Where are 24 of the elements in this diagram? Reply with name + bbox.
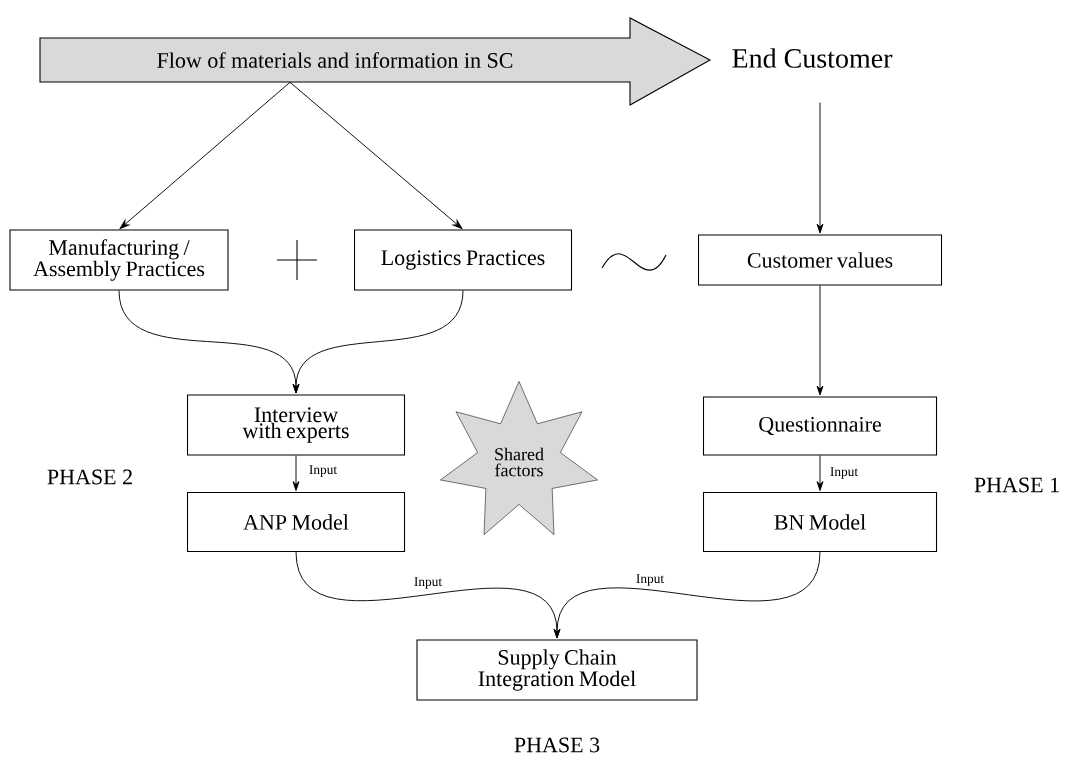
process-box: Customer values	[697, 234, 943, 286]
arrow	[292, 290, 464, 394]
arrow	[816, 102, 824, 234]
process-box: ANP Model	[186, 491, 406, 553]
arrow	[292, 455, 300, 491]
phase-label: PHASE 2	[47, 469, 132, 485]
phase-label: PHASE 3	[514, 737, 600, 753]
process-box: Supply Chain Integration Model	[416, 639, 698, 701]
process-box: BN Model	[702, 491, 938, 553]
process-box: Interview with experts	[186, 394, 406, 456]
edge-label: Input	[830, 467, 858, 479]
arrow	[289, 81, 463, 229]
process-box: Logistics Practices	[353, 229, 573, 291]
arrow	[816, 285, 824, 396]
edge-label: Input	[309, 465, 337, 477]
process-box: Questionnaire	[702, 396, 938, 456]
arrow	[119, 81, 291, 229]
edge-label: Input	[636, 574, 664, 586]
process-box: Manufacturing / Assembly Practices	[9, 229, 229, 291]
customer-label: End Customer	[732, 48, 893, 68]
phase-label: PHASE 1	[974, 477, 1059, 493]
arrow	[816, 455, 824, 491]
arrow	[553, 551, 821, 639]
edge-label: Input	[414, 577, 442, 589]
